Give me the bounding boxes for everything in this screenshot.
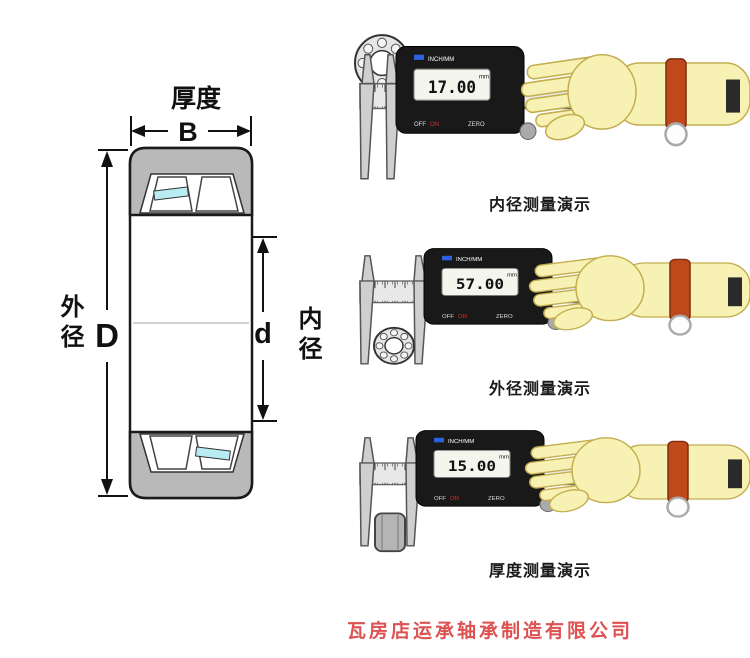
on-label: ON	[450, 496, 459, 502]
caliper-jaws	[359, 255, 429, 365]
outer-diameter-symbol: D	[95, 317, 119, 354]
demo-outer-diameter: INCH/MM 57.00 mm OFF ON ZERO	[330, 236, 750, 399]
lcd-unit: mm	[499, 455, 509, 461]
demo-thickness: INCH/MM 15.00 mm OFF ON ZERO	[330, 418, 750, 581]
lcd-unit: mm	[507, 273, 517, 279]
caliper-mode-label: INCH/MM	[456, 257, 483, 263]
lcd-display	[441, 267, 519, 296]
roller-highlight-bottom	[194, 446, 231, 461]
demo-inner-diameter: INCH/MM 17.00 mm OFF ON ZERO	[330, 32, 750, 215]
caliper-body: INCH/MM 17.00 mm OFF ON ZERO	[395, 45, 537, 140]
beam-end-block	[728, 277, 742, 307]
caliper-thickness-photo: INCH/MM 15.00 mm OFF ON ZERO	[359, 430, 750, 553]
width-symbol: B	[178, 117, 198, 147]
beam-end-block	[728, 459, 742, 489]
caliper-mode-label: INCH/MM	[448, 439, 475, 445]
watch-face	[668, 314, 692, 336]
caption-outer-diameter: 外径测量演示	[488, 381, 591, 398]
zero-label: ZERO	[468, 121, 485, 128]
caliper-jaws	[359, 437, 421, 547]
on-label: ON	[458, 314, 467, 320]
watch-face	[664, 122, 688, 147]
gloved-hand	[520, 53, 750, 141]
bearing-dimension-diagram: 厚度 B	[95, 84, 277, 500]
company-watermark: 瓦房店运承轴承制造有限公司	[346, 621, 633, 642]
inner-diameter-label: 内径	[294, 306, 321, 366]
lcd-display	[433, 449, 511, 478]
lcd-reading: 17.00	[428, 78, 476, 97]
lcd-reading: 15.00	[448, 458, 496, 475]
on-label: ON	[430, 121, 439, 128]
caliper-inner-diameter-photo: INCH/MM 17.00 mm OFF ON ZERO	[354, 34, 750, 180]
caption-inner-diameter: 内径测量演示	[488, 197, 591, 214]
zero-label: ZERO	[488, 496, 505, 502]
wrist-watch	[664, 58, 688, 147]
gloved-hand	[528, 255, 750, 331]
off-label: OFF	[414, 121, 426, 128]
zero-label: ZERO	[496, 314, 513, 320]
roller-highlight-top	[153, 186, 190, 201]
inner-diameter-symbol: d	[254, 318, 272, 350]
wrist-watch	[668, 258, 692, 336]
caption-thickness: 厚度测量演示	[488, 563, 591, 580]
lcd-display	[413, 68, 491, 101]
caliper-outer-diameter-photo: INCH/MM 57.00 mm OFF ON ZERO	[359, 248, 750, 365]
thickness-label: 厚度	[171, 84, 221, 113]
wrist-watch	[666, 440, 690, 518]
off-label: OFF	[434, 496, 447, 502]
bearing-face-view	[373, 326, 415, 365]
bearing-side-view	[374, 512, 406, 553]
watch-face	[666, 496, 690, 518]
gloved-hand	[524, 437, 750, 513]
beam-end-block	[726, 79, 740, 113]
lcd-reading: 57.00	[456, 276, 504, 293]
caliper-mode-label: INCH/MM	[428, 56, 454, 63]
width-dimension-arrow	[130, 116, 252, 146]
outer-diameter-label: 外径	[56, 294, 83, 354]
thumb-wheel	[519, 122, 537, 140]
bearing-cross-section	[128, 146, 254, 500]
lcd-unit: mm	[479, 73, 489, 80]
off-label: OFF	[442, 314, 455, 320]
outer-diameter-arrow	[98, 149, 128, 497]
inner-diameter-arrow	[252, 236, 277, 422]
